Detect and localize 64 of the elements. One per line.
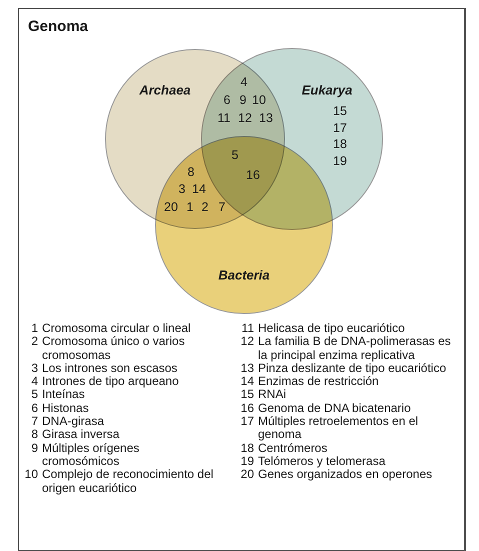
item-number: 7 (30, 415, 38, 428)
region-number: 10 (252, 93, 266, 107)
region-number: 11 (218, 111, 230, 125)
item-number: 9 (30, 442, 38, 455)
region-number: 13 (259, 111, 273, 125)
item-number: 1 (30, 322, 38, 336)
region-number: 6 (224, 93, 230, 107)
set-label: Bacteria (218, 268, 270, 282)
item-description: Cromosoma circular o lineal (42, 322, 192, 336)
region-number: 15 (333, 104, 347, 118)
region-number: 2 (202, 200, 208, 214)
item-number: 20 (240, 468, 254, 482)
set-label: Archaea (139, 82, 191, 98)
set-label: Eukarya (302, 82, 352, 98)
item-description: Helicasa de tipo eucariótico (258, 322, 406, 336)
item-description: Centrómeros (258, 442, 328, 455)
region-number: 1 (186, 200, 194, 214)
item-number: 2 (30, 335, 38, 349)
item-number: 3 (30, 362, 38, 376)
region-number: 20 (164, 200, 178, 214)
item-description: Múltiples retroelementos en el genoma (258, 415, 420, 442)
item-number: 17 (240, 415, 254, 428)
item-description: Genoma de DNA bicatenario (258, 402, 412, 416)
item-description: Histonas (42, 402, 90, 416)
region-number: 16 (246, 168, 260, 182)
item-number: 8 (30, 428, 38, 442)
item-description: Los intrones son escasos (42, 362, 178, 376)
item-number: 16 (240, 402, 254, 416)
region-number: 12 (238, 111, 252, 125)
item-description: Intrones de tipo arqueano (42, 375, 180, 388)
item-number: 19 (240, 454, 254, 468)
item-description: DNA-girasa (42, 415, 106, 428)
region-number: 8 (188, 165, 194, 179)
item-number: 4 (30, 375, 38, 388)
item-description: Cromosoma único o varios cromosomas (42, 335, 186, 362)
item-number: 15 (240, 388, 254, 402)
item-number: 12 (240, 335, 254, 349)
region-number: 4 (240, 75, 248, 89)
item-description: Inteínas (42, 388, 86, 402)
item-number: 13 (240, 362, 254, 376)
item-description: Pinza deslizante de tipo eucariótico (258, 362, 448, 376)
item-description: Múltiples orígenes cromosómicos (42, 442, 140, 468)
region-number: 5 (232, 148, 238, 162)
item-number: 11 (240, 322, 254, 336)
item-description: La familia B de DNA-polimerasas es la principal enzima replicativa (258, 335, 452, 362)
region-number: 17 (333, 121, 347, 135)
item-number: 14 (240, 375, 254, 388)
item-number: 5 (30, 388, 38, 402)
item-number: 6 (30, 402, 38, 416)
region-number: 3 (178, 182, 186, 196)
item-description: Complejo de reconocimiento del origen eucariótico (42, 468, 214, 495)
item-description: Girasa inversa (42, 428, 120, 442)
item-description: Telómeros y telomerasa (258, 454, 386, 468)
item-number: 10 (24, 468, 38, 482)
item-description: Genes organizados en operones (258, 468, 434, 482)
region-number: 7 (218, 200, 226, 214)
region-number: 18 (333, 137, 347, 151)
region-number: 14 (192, 182, 206, 196)
item-description: Enzimas de restricción (258, 375, 379, 388)
region-number: 9 (240, 93, 246, 107)
region-number: 19 (333, 154, 347, 168)
title: Genoma (28, 18, 88, 35)
item-number: 18 (240, 442, 254, 455)
item-description: RNAi (258, 388, 288, 402)
